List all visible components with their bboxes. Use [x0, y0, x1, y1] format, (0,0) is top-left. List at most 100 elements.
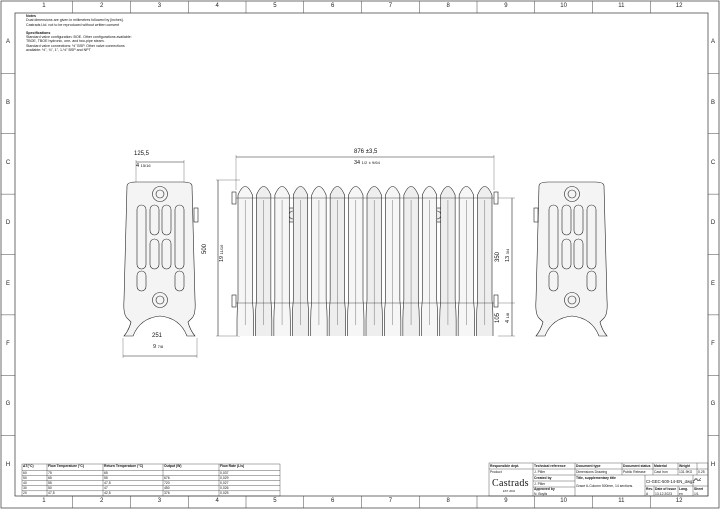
- row-label: F: [711, 341, 715, 348]
- tb-doc-status-label: Document status: [623, 463, 651, 468]
- row-label: C: [710, 159, 716, 166]
- row-label: E: [5, 280, 10, 287]
- flow-table-grid: [21, 463, 281, 497]
- dim-side-bottom: 251: [152, 333, 163, 339]
- row-label: F: [6, 341, 10, 348]
- dim-frac: 15/16: [140, 163, 151, 168]
- spec-line: Standard valve connections: ½" BSP. Othe…: [26, 43, 125, 48]
- flow-table-cell: 50: [48, 485, 52, 490]
- tb-doc-type-label: Document type: [576, 463, 601, 468]
- tb-created-by: J. Piller: [534, 481, 546, 486]
- column-label: 8: [446, 498, 450, 504]
- row-label: A: [710, 39, 715, 46]
- side-view-right: [533, 181, 608, 337]
- flow-table-cell: 47,5: [104, 480, 111, 485]
- dim-front-width: 876 ±3,5: [354, 149, 377, 155]
- dim-foot-in: 4 1/8: [505, 313, 511, 323]
- row-label: D: [5, 220, 11, 227]
- column-ticks: [72, 1, 651, 508]
- column-label: 9: [504, 498, 508, 504]
- flow-table-header: Flow Temperature (°C): [48, 464, 84, 469]
- row-label: C: [5, 159, 11, 166]
- brand-sub: EST. 2004: [503, 490, 515, 493]
- tb-scale: 0.25: [698, 469, 705, 474]
- dim-side-top-in: 4 15/16: [136, 163, 151, 169]
- dim-value: 876: [354, 149, 365, 155]
- dim-tol: ±3,5: [365, 149, 378, 155]
- column-label: 9: [504, 3, 508, 9]
- notes-line: Dual dimensions are given in millimetres…: [26, 18, 124, 23]
- spec-line: available: ½", ¾", 1", 1-½" BSP and NPT: [26, 48, 91, 53]
- column-label: 7: [388, 3, 393, 9]
- column-label: 3: [157, 3, 162, 9]
- row-label: G: [5, 401, 11, 408]
- dim-front-width-in: 34 1/2 ± 9/64: [354, 160, 380, 166]
- column-label: 6: [330, 498, 335, 504]
- flow-table-cell: 376: [164, 491, 170, 495]
- flow-table-cell: 0,026: [220, 485, 229, 490]
- tb-lang: en: [679, 491, 683, 496]
- dim-frac: 7/8: [157, 344, 164, 349]
- dim-tol-in: ± 9/64: [368, 160, 380, 165]
- dim-whole: 4: [505, 319, 511, 323]
- row-label: A: [5, 39, 10, 46]
- row-label: D: [710, 220, 716, 227]
- column-label: 2: [99, 3, 104, 9]
- row-label: B: [710, 99, 715, 106]
- flow-table-cell: 0,029: [220, 475, 229, 480]
- notes-block: Notes Dual dimensions are given in milli…: [26, 14, 132, 52]
- tb-date: 13.12.2023: [655, 491, 672, 496]
- column-label: 12: [675, 498, 683, 504]
- flow-table-cell: 47,5: [48, 491, 55, 495]
- flow-table-cell: 676: [164, 475, 170, 480]
- tb-sheet: 1/1: [694, 491, 699, 496]
- column-label: 2: [99, 498, 104, 504]
- flow-table-cell: 30: [23, 485, 27, 490]
- spec-line: TBOE, TBOE hydronic, one- and two-pipe s…: [26, 39, 105, 44]
- flow-table-cell: 40: [23, 480, 27, 485]
- dim-whole: 34: [354, 160, 361, 166]
- title-block-grid: [488, 462, 709, 497]
- side-view-left: [122, 160, 199, 358]
- flow-table-cell: 65: [48, 475, 52, 480]
- flow-table-cell: 0,025: [220, 491, 229, 495]
- tb-responsible-dept: Product: [490, 469, 502, 474]
- tb-lang-label: Lang.: [679, 486, 689, 491]
- dim-foot: 105: [495, 312, 501, 323]
- tb-rev: A: [646, 491, 649, 496]
- tb-tech-ref-label: Technical reference: [534, 463, 566, 468]
- column-label: 11: [618, 3, 625, 9]
- column-label: 4: [215, 498, 219, 504]
- dim-side-bottom-in: 9 7/8: [153, 344, 163, 350]
- tb-sheet-label: Sheet: [694, 486, 704, 491]
- row-label: H: [5, 461, 11, 468]
- row-label: G: [710, 401, 716, 408]
- flow-table-cell: 60: [23, 470, 27, 475]
- dim-whole: 19: [219, 255, 225, 262]
- dim-centres-in: 13 3/4: [505, 249, 511, 262]
- tb-approved-by: N. Boylis: [534, 491, 548, 496]
- tb-date-label: Date of issue: [655, 486, 677, 491]
- notes-line: Castrads Ltd. not to be reproduced witho…: [26, 22, 120, 27]
- column-label: 11: [618, 498, 625, 504]
- dim-height-in: 19 11/16: [219, 245, 225, 262]
- column-label: 1: [42, 3, 46, 9]
- row-ticks: [1, 73, 719, 436]
- flow-table-cell: 0,037: [220, 470, 229, 475]
- column-label: 1: [42, 498, 46, 504]
- tb-doc-type: Dimensions Drawing: [576, 469, 608, 474]
- column-label: 5: [273, 3, 277, 9]
- flow-table-cell: 55: [104, 475, 108, 480]
- flow-table-cell: 450: [164, 485, 170, 490]
- tb-material: Cast Iron: [654, 469, 668, 474]
- spec-title: Specifications: [26, 30, 51, 35]
- tb-weight-label: Weight: [679, 463, 691, 468]
- column-label: 10: [560, 3, 567, 9]
- dim-frac: 3/4: [505, 248, 510, 255]
- column-label: 8: [446, 3, 450, 9]
- tb-doc-number: CI-GEC-500-14-EN_dwg1: [646, 479, 695, 484]
- dim-centres: 350: [495, 251, 501, 262]
- dim-whole: 9: [153, 344, 157, 350]
- dim-height: 500: [202, 243, 208, 254]
